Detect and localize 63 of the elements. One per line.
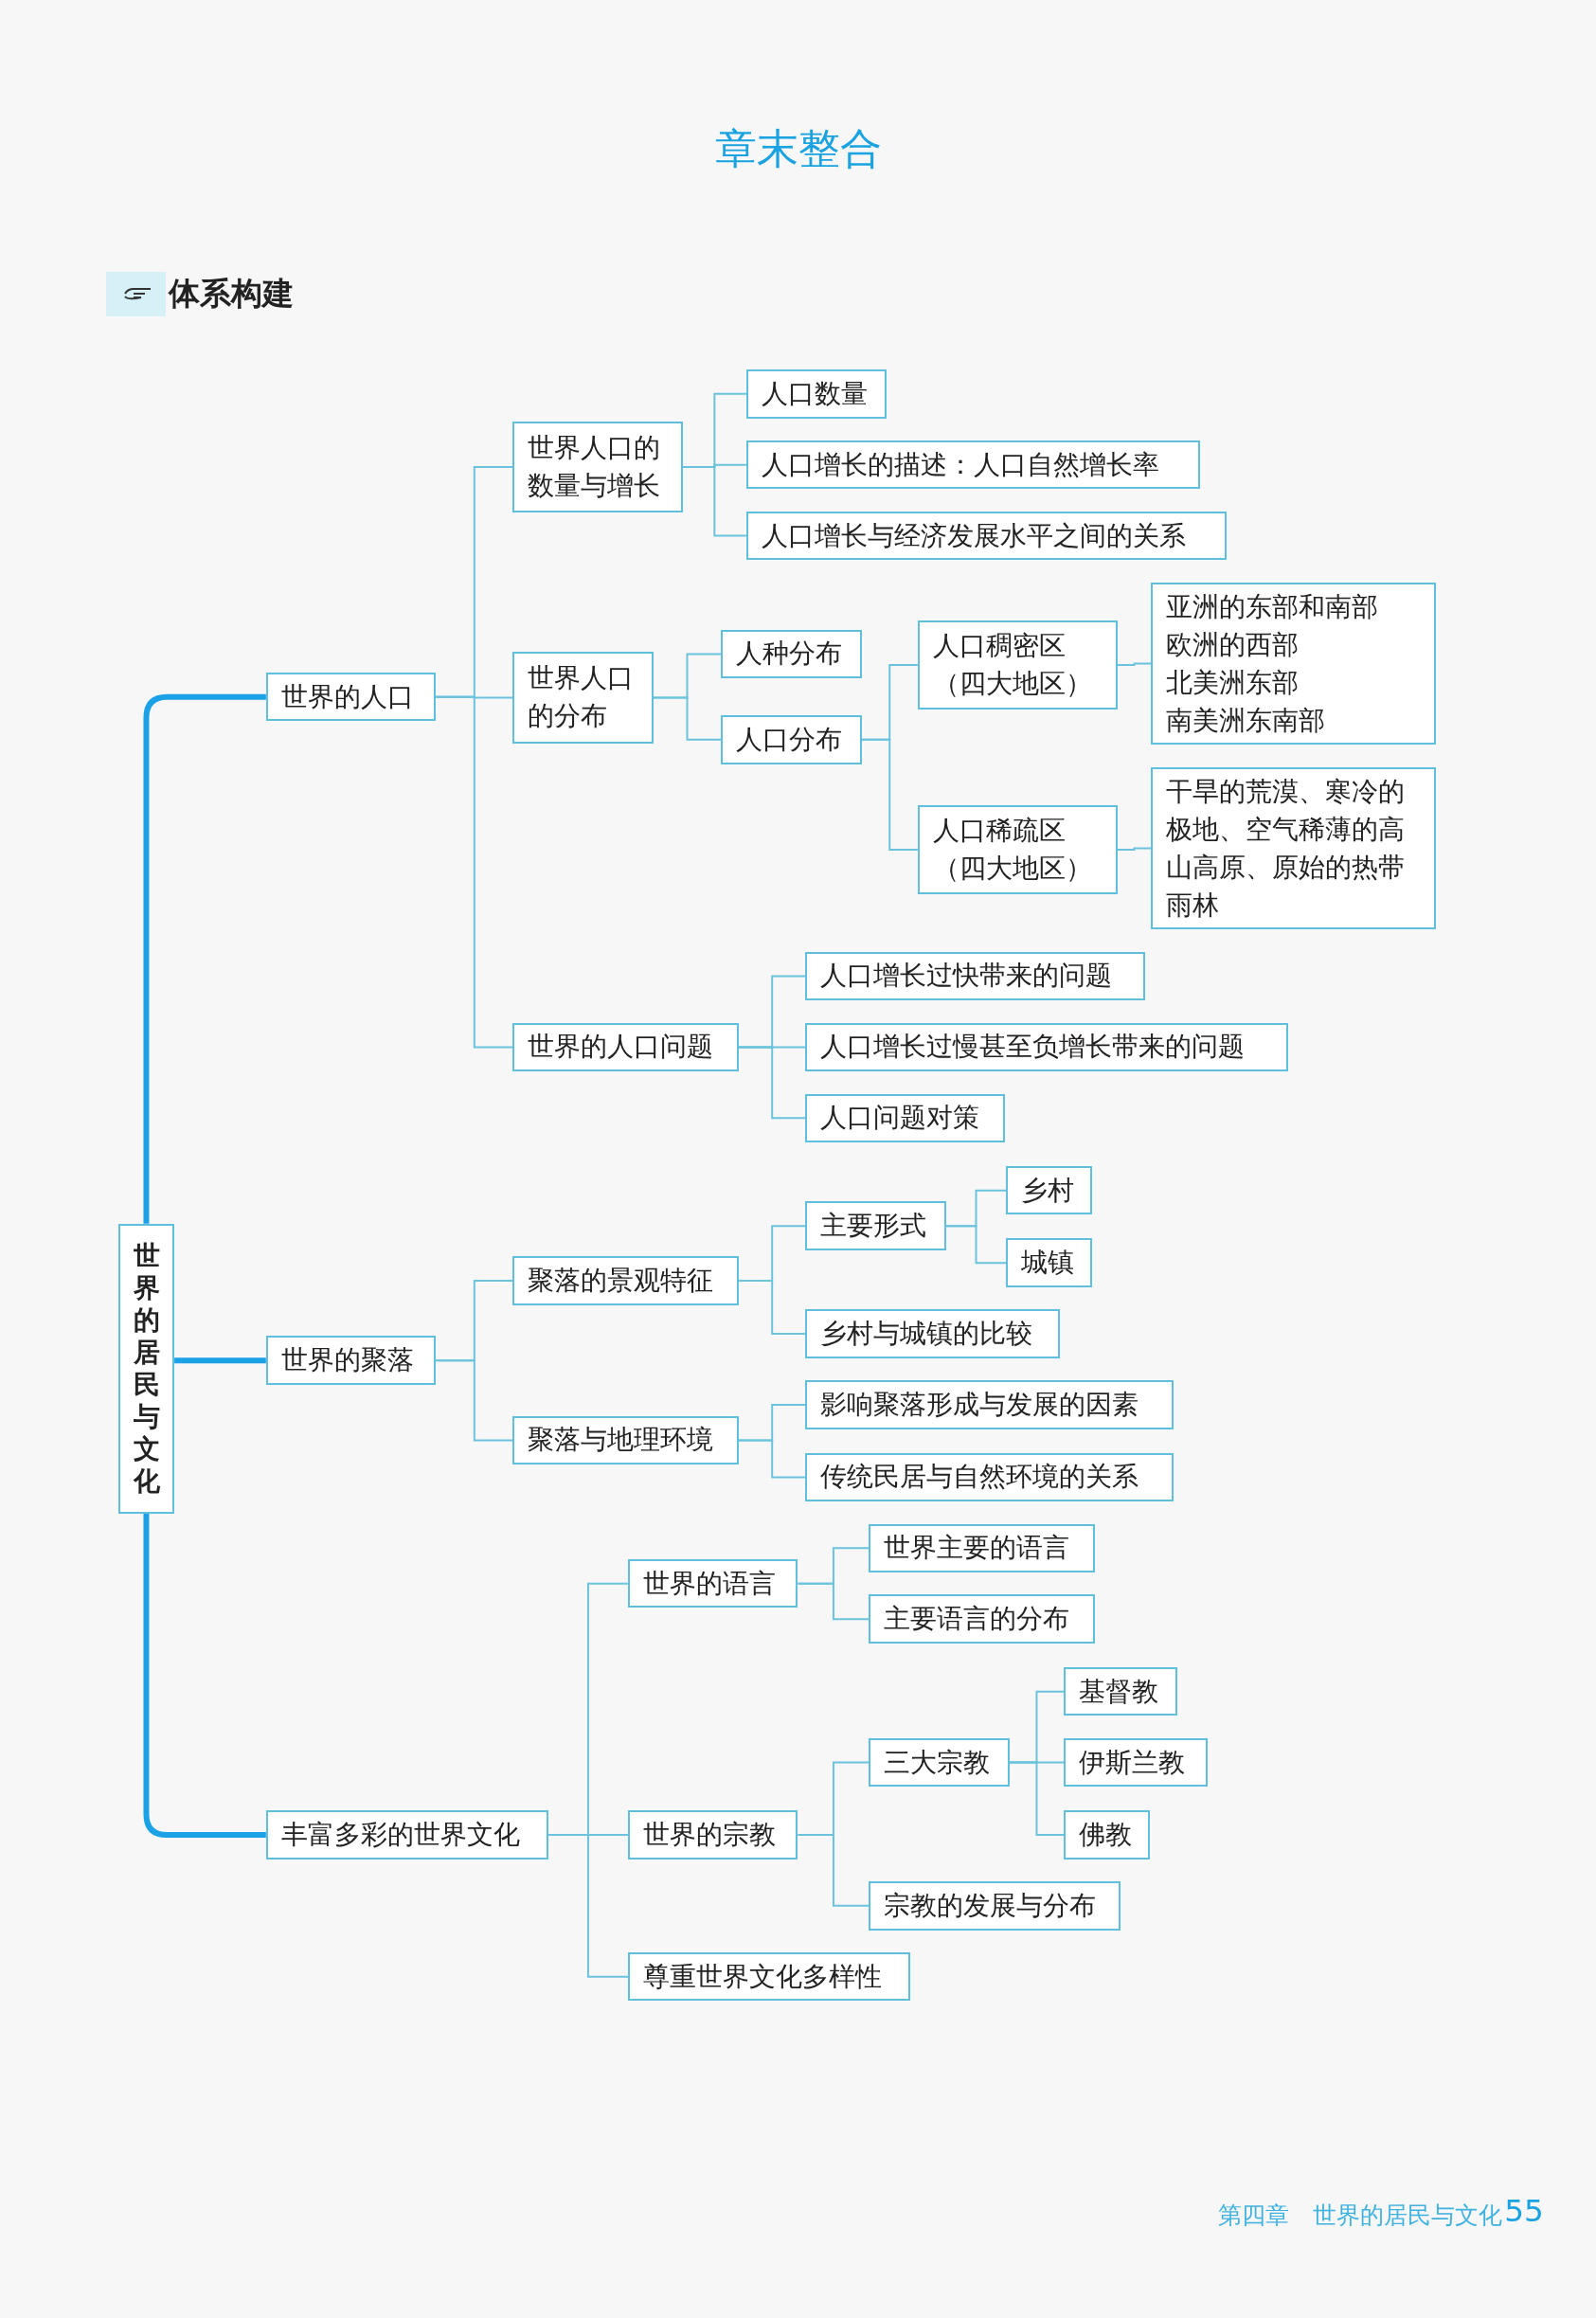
- text-box: 世界人口的分布: [512, 652, 654, 744]
- text-box: 宗教的发展与分布: [869, 1881, 1121, 1931]
- text-line: 南美洲东南部: [1166, 703, 1327, 738]
- text-box: 人口稀疏区（四大地区）: [917, 805, 1118, 894]
- text-box: 人口增长与经济发展水平之间的关系: [745, 511, 1227, 561]
- text-box: 丰富多彩的世界文化: [265, 1810, 548, 1860]
- text-box: 伊斯兰教: [1064, 1737, 1208, 1788]
- text-box: 人口稠密区（四大地区）: [917, 620, 1118, 710]
- connector-line: [738, 1279, 807, 1336]
- text-box: 乡村: [1006, 1166, 1092, 1215]
- connector-line: [738, 1046, 807, 1120]
- text-box: 聚落的景观特征: [512, 1256, 740, 1305]
- text-box: 尊重世界文化多样性: [628, 1952, 911, 2002]
- text-line: 欧洲的西部: [1166, 627, 1300, 662]
- connector-line: [860, 738, 919, 852]
- text-box: 人口问题对策: [805, 1093, 1005, 1142]
- text-box: 主要语言的分布: [869, 1594, 1096, 1644]
- text-box: 人口增长过慢甚至负增长带来的问题: [805, 1022, 1289, 1072]
- connector-line: [738, 1439, 807, 1479]
- connector-line: [547, 1833, 630, 1978]
- connector-line: [435, 695, 514, 1049]
- text-box: 干旱的荒漠、寒冷的极地、空气稀薄的高山高原、原始的热带雨林: [1151, 766, 1437, 930]
- connector-line: [1008, 1761, 1066, 1836]
- section-heading: 体系构建: [168, 275, 294, 314]
- text-box: 世界的聚落: [265, 1336, 437, 1385]
- connector-line: [1116, 847, 1153, 852]
- text-box: 乡村与城镇的比较: [805, 1309, 1060, 1358]
- connector-line: [797, 1833, 870, 1907]
- text-box: 佛教: [1064, 1810, 1150, 1860]
- text-box: 人口分布: [721, 715, 862, 764]
- text-box: 世界的人口: [265, 672, 437, 722]
- connector-line: [652, 696, 723, 741]
- text-box: 世界的语言: [628, 1559, 798, 1608]
- connector-line: [143, 1513, 266, 1838]
- footer-text: 第四章 世界的居民与文化: [1217, 2200, 1502, 2231]
- connector-line: [797, 1582, 870, 1621]
- text-line: 北美洲东部: [1166, 665, 1300, 700]
- connector-line: [1116, 662, 1153, 667]
- page-number: 55: [1504, 2193, 1544, 2230]
- text-box: 城镇: [1006, 1238, 1092, 1287]
- text-box: 主要形式: [805, 1201, 946, 1250]
- connector-line: [435, 1359, 514, 1442]
- connector-line: [944, 1225, 1008, 1265]
- text-box: 人口增长过快带来的问题: [805, 951, 1146, 1001]
- text-box: 人口数量: [745, 369, 888, 419]
- text-box: 人口增长的描述：人口自然增长率: [745, 440, 1200, 490]
- text-box: 世界的居民与文化: [117, 1223, 175, 1514]
- text-box: 世界的人口问题: [512, 1022, 740, 1072]
- text-box: 传统民居与自然环境的关系: [805, 1452, 1174, 1502]
- text-box: 基督教: [1064, 1666, 1178, 1716]
- text-box: [1151, 582, 1437, 746]
- connector-line: [681, 466, 747, 537]
- text-box: 世界人口的数量与增长: [512, 421, 683, 513]
- text-line: 亚洲的东部和南部: [1166, 589, 1380, 624]
- text-box: 人种分布: [721, 629, 862, 679]
- connector-line: [174, 1357, 266, 1364]
- text-box: 三大宗教: [869, 1737, 1010, 1788]
- text-box: 世界的宗教: [628, 1810, 798, 1860]
- text-box: 世界主要的语言: [869, 1523, 1096, 1573]
- connector-line: [143, 693, 266, 1224]
- text-box: 聚落与地理环境: [512, 1415, 740, 1465]
- text-box: 影响聚落形成与发展的因素: [805, 1380, 1174, 1429]
- title: 章末整合: [713, 122, 883, 174]
